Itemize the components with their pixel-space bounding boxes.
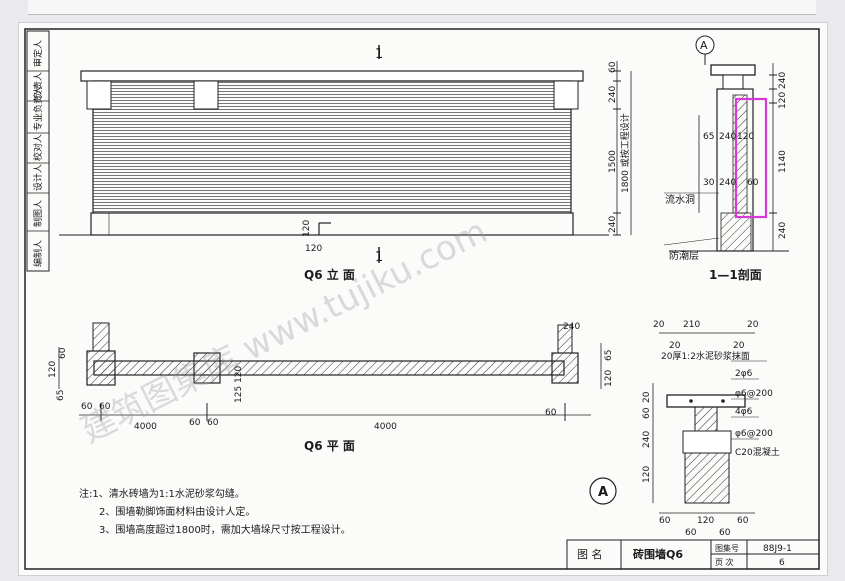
note-2: 2、围墙勒脚饰面材料由设计人定。 [99, 505, 255, 518]
sec-dim-30: 30 [703, 178, 715, 188]
detail-left-dim-120: 120 [642, 466, 652, 483]
note-3: 3、围墙高度超过1800时，需加大墙垛尺寸按工程设计。 [99, 523, 351, 536]
sidebar-frame [26, 30, 50, 272]
elevation-section-mark-bottom: 1 [375, 250, 383, 265]
detail-bottom-dim-120: 120 [697, 516, 714, 526]
elev-dim-240a: 240 [608, 86, 618, 103]
drawing-sheet: 审定人 负责人 专业负责人 校对人 设计人 制图人 编制人 1 1 60 240… [18, 22, 828, 576]
sidebar-lines [27, 70, 49, 232]
plan-mid-dim-125: 125 [234, 386, 244, 403]
section-label-drain: 流水洞 [665, 193, 695, 206]
sec-dim-120-inner: 120 [737, 132, 754, 142]
sidebar-label-6: 制图人 [32, 200, 44, 227]
plan-right-dim-60: 60 [545, 408, 557, 418]
sidebar-label-3: 专业负责人 [32, 86, 44, 131]
title-name-label: 图 名 [577, 547, 603, 561]
title-atlas-label: 图集号 [715, 543, 739, 553]
detail-bottom-dim-60d: 60 [719, 528, 731, 538]
title-block [566, 539, 820, 570]
detail-top-dim-20b: 20 [747, 320, 759, 330]
elev-drain-dim-v: 120 [302, 220, 312, 237]
detail-note-2: 2φ6 [735, 369, 753, 379]
sidebar-label-4: 校对人 [32, 134, 44, 161]
detail-top-dim-20a: 20 [653, 320, 665, 330]
plan-mid-dim-60b: 60 [207, 418, 219, 428]
plan-span-left: 4000 [134, 422, 157, 432]
sidebar-label-1: 审定人 [32, 40, 44, 67]
plan-right-dim-120: 120 [604, 370, 614, 387]
detail-note-3: φ6@200 [735, 389, 773, 399]
sec-dim-240d: 240 [778, 222, 788, 239]
detail-note-1: 20厚1:2水泥砂浆抹面 [661, 350, 750, 362]
sidebar-label-2: 负责人 [32, 72, 44, 99]
plan-left-dim-60b: 60 [58, 347, 68, 359]
sec-dim-65: 65 [703, 132, 714, 142]
drawing-canvas: 审定人 负责人 专业负责人 校对人 设计人 制图人 编制人 1 1 60 240… [24, 28, 820, 570]
elev-dim-60: 60 [608, 61, 618, 73]
sidebar-label-5: 设计人 [32, 164, 44, 191]
detail-top-dim2-20b: 20 [733, 341, 745, 351]
plan-right-dim-240: 240 [563, 322, 580, 332]
plan-mid-dim-60a: 60 [189, 418, 201, 428]
elev-dim-1500: 1500 [608, 150, 618, 173]
sec-dim-60-inner: 60 [747, 178, 759, 188]
detail-bottom-dim-60c: 60 [685, 528, 697, 538]
sec-dim-240b: 240 [719, 178, 736, 188]
title-name: 砖围墙Q6 [633, 547, 683, 561]
detail-left-dim-20: 20 [642, 391, 652, 403]
section-title: 1—1剖面 [709, 267, 762, 282]
elev-drain-dim-h: 120 [305, 244, 322, 254]
section-circle-label: A [700, 39, 708, 52]
sec-dim-240a: 240 [719, 132, 736, 142]
sec-dim-1140: 1140 [778, 150, 788, 173]
detail-note-6: C20混凝土 [735, 446, 780, 458]
plan-left-dim-65: 65 [56, 390, 66, 401]
elevation-section-mark-top: 1 [375, 47, 383, 62]
note-1: 注:1、清水砖墙为1:1水泥砂浆勾缝。 [79, 487, 245, 500]
detail-bottom-dim-60a: 60 [659, 516, 671, 526]
detail-bottom-dim-60b: 60 [737, 516, 749, 526]
section-label-dpc: 防潮层 [669, 249, 699, 262]
detail-left-dim-60: 60 [642, 407, 652, 419]
elevation-view [59, 45, 632, 263]
highlight-box [734, 97, 768, 219]
title-page: 6 [779, 558, 785, 568]
sheet-border [24, 28, 820, 570]
title-page-label: 页 次 [715, 557, 734, 567]
plan-view [58, 322, 602, 421]
detail-top-dim-210: 210 [683, 320, 700, 330]
sec-dim-120: 120 [778, 92, 788, 109]
plan-left-dim-60a: 60 [81, 402, 93, 412]
detail-note-4: 4φ6 [735, 407, 753, 417]
detail-note-5: φ6@200 [735, 429, 773, 439]
plan-span-right: 4000 [374, 422, 397, 432]
elev-dim-note: 1800 或按工程设计 [619, 113, 631, 193]
plan-title: Q6 平 面 [304, 439, 355, 453]
plan-left-dim-60c: 60 [99, 402, 111, 412]
elev-dim-240b: 240 [608, 216, 618, 233]
detail-a-view [589, 332, 767, 514]
plan-left-dim-120: 120 [48, 361, 58, 378]
sec-dim-240c: 240 [778, 72, 788, 89]
detail-top-dim2-20a: 20 [669, 341, 681, 351]
plan-mid-dim-120: 120 [234, 366, 244, 383]
title-atlas: 88J9-1 [763, 544, 792, 554]
sidebar-label-7: 编制人 [32, 240, 44, 267]
plan-right-dim-65: 65 [604, 350, 614, 361]
detail-circle-label: A [598, 485, 608, 500]
section-view [663, 35, 789, 252]
elevation-title: Q6 立 面 [304, 267, 355, 282]
previous-page-edge [28, 0, 816, 15]
detail-left-dim-240: 240 [642, 431, 652, 448]
